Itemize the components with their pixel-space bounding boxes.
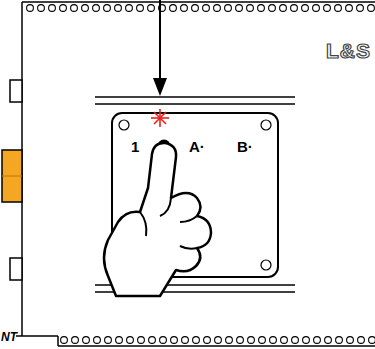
vent-hole xyxy=(357,5,364,12)
vent-hole xyxy=(269,5,276,12)
vent-hole xyxy=(369,337,375,344)
ventilation-holes xyxy=(27,5,375,344)
channel-label: 1 xyxy=(131,139,139,154)
vent-hole xyxy=(358,337,365,344)
vent-hole xyxy=(225,5,232,12)
vent-hole xyxy=(291,5,298,12)
vent-hole xyxy=(237,337,244,344)
vent-hole xyxy=(203,5,210,12)
vent-hole xyxy=(259,337,266,344)
vent-hole xyxy=(149,337,156,344)
vent-hole xyxy=(38,5,45,12)
vent-hole xyxy=(258,5,265,12)
pointer-arrow xyxy=(153,0,167,96)
vent-hole xyxy=(116,337,123,344)
vent-hole xyxy=(335,5,342,12)
vent-hole xyxy=(214,5,221,12)
vent-hole xyxy=(368,5,375,12)
vent-hole xyxy=(248,337,255,344)
led-light xyxy=(151,109,169,127)
vent-hole xyxy=(104,5,111,12)
vent-hole xyxy=(192,5,199,12)
view-label: NT xyxy=(1,331,17,343)
vent-hole xyxy=(247,5,254,12)
vent-hole xyxy=(193,337,200,344)
vent-hole xyxy=(215,337,222,344)
vent-hole xyxy=(270,337,277,344)
vent-hole xyxy=(115,5,122,12)
vent-hole xyxy=(346,5,353,12)
vent-hole xyxy=(71,5,78,12)
vent-hole xyxy=(94,337,101,344)
vent-hole xyxy=(126,5,133,12)
vent-hole xyxy=(182,337,189,344)
vent-hole xyxy=(171,337,178,344)
vent-hole xyxy=(236,5,243,12)
vent-hole xyxy=(137,5,144,12)
vent-hole xyxy=(303,337,310,344)
vent-hole xyxy=(105,337,112,344)
vent-hole xyxy=(302,5,309,12)
vent-hole xyxy=(170,5,177,12)
vent-hole xyxy=(72,337,79,344)
vent-hole xyxy=(160,337,167,344)
vent-hole xyxy=(93,5,100,12)
vent-hole xyxy=(27,5,34,12)
vent-hole xyxy=(127,337,134,344)
vent-hole xyxy=(347,337,354,344)
vent-hole xyxy=(336,337,343,344)
vent-hole xyxy=(148,5,155,12)
vent-hole xyxy=(281,337,288,344)
brand-logo: L&S xyxy=(326,40,371,61)
side-connectors xyxy=(2,80,22,280)
channel-label: B· xyxy=(237,139,253,154)
vent-hole xyxy=(204,337,211,344)
pressing-hand xyxy=(104,143,211,296)
vent-hole xyxy=(83,337,90,344)
vent-hole xyxy=(280,5,287,12)
vent-hole xyxy=(60,5,67,12)
vent-hole xyxy=(292,337,299,344)
vent-hole xyxy=(325,337,332,344)
vent-hole xyxy=(49,5,56,12)
vent-hole xyxy=(138,337,145,344)
vent-hole xyxy=(324,5,331,12)
vent-hole xyxy=(82,5,89,12)
vent-hole xyxy=(181,5,188,12)
housing xyxy=(16,2,375,346)
vent-hole xyxy=(61,337,68,344)
channel-label: A· xyxy=(189,139,205,154)
vent-hole xyxy=(314,337,321,344)
vent-hole xyxy=(226,337,233,344)
vent-hole xyxy=(313,5,320,12)
